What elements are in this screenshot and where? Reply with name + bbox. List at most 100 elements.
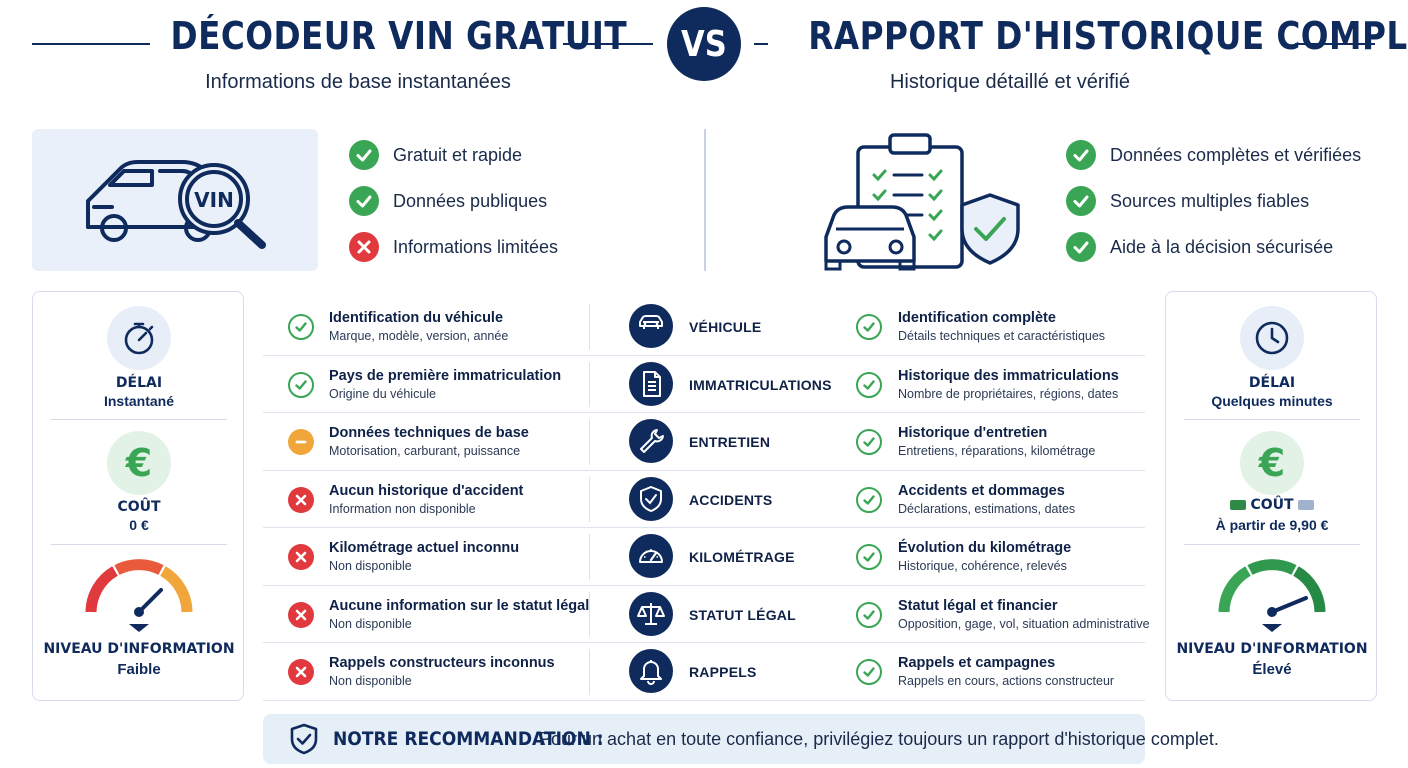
check-circle-icon [856, 429, 882, 455]
left-cell-title: Aucun historique d'accident [329, 482, 524, 499]
history-report-illustration [818, 129, 1024, 273]
cross-icon [349, 232, 379, 262]
right-cell: Statut légal et financier Opposition, ga… [898, 598, 1150, 631]
left-cell: Données techniques de base Motorisation,… [329, 425, 529, 458]
comparison-row: Rappels constructeurs inconnus Non dispo… [263, 643, 1145, 701]
left-cell-title: Pays de première immatriculation [329, 367, 562, 384]
comparison-row: Données techniques de base Motorisation,… [263, 413, 1145, 471]
cost-value: À partir de 9,90 € [1215, 517, 1329, 533]
check-circle-icon [856, 659, 882, 685]
comparison-row: Identification du véhicule Marque, modèl… [263, 298, 1145, 356]
card-divider [51, 544, 227, 545]
right-features: Données complètes et vérifiées Sources m… [1066, 139, 1361, 263]
vs-badge: VS [667, 7, 741, 81]
vin-decoder-illustration: VIN [32, 129, 318, 271]
column-separator [589, 304, 590, 350]
delay-value: Instantané [103, 393, 174, 409]
cost-label: COÛT [117, 499, 161, 515]
right-feature-2: Sources multiples fiables [1066, 185, 1361, 217]
comparison-row: Kilométrage actuel inconnu Non disponibl… [263, 528, 1145, 586]
left-cell-title: Identification du véhicule [329, 310, 504, 326]
right-cell-title: Statut légal et financier [898, 597, 1058, 614]
check-icon [1066, 232, 1096, 262]
header-rule-left-2 [563, 43, 653, 45]
right-cell-subtitle: Entretiens, réparations, kilométrage [898, 444, 1096, 458]
comparison-table: Identification du véhicule Marque, modèl… [263, 298, 1150, 701]
right-subtitle: Historique détaillé et vérifié [889, 71, 1131, 93]
header-rule-right-2 [1295, 43, 1375, 45]
cost-value: 0 € [129, 517, 149, 533]
right-cell-title: Rappels et campagnes [898, 655, 1056, 671]
delay-label: DÉLAI [1248, 375, 1296, 391]
left-feature-label: Informations limitées [393, 236, 559, 257]
info-level-value: Élevé [1252, 661, 1292, 678]
euro-icon: € [107, 431, 171, 495]
left-cell-title: Données techniques de base [329, 425, 529, 441]
vin-badge-text: VIN [194, 188, 234, 212]
scales-icon [629, 591, 673, 636]
history-report-summary-card: DÉLAI Quelques minutes € COÛT À partir d… [1165, 291, 1377, 701]
car-magnifier-icon: VIN [86, 160, 266, 249]
check-circle-icon [288, 314, 314, 340]
check-icon [1066, 186, 1096, 216]
right-cell-subtitle: Déclarations, estimations, dates [898, 501, 1076, 516]
euro-icon: € [1240, 431, 1304, 495]
row-divider [263, 642, 1145, 643]
delay-value: Quelques minutes [1211, 393, 1333, 409]
right-feature-1: Données complètes et vérifiées [1066, 139, 1361, 171]
clipboard-car-shield-icon [824, 133, 1020, 271]
stopwatch-icon [107, 306, 171, 370]
clock-icon [1240, 306, 1304, 370]
comparison-row: Aucune information sur le statut légal N… [263, 586, 1150, 643]
row-divider [263, 584, 1145, 586]
banknote-icon [1230, 500, 1247, 510]
category-label: STATUT LÉGAL [689, 606, 796, 623]
right-feature-3: Aide à la décision sécurisée [1066, 231, 1361, 263]
left-cell: Kilométrage actuel inconnu Non disponibl… [329, 540, 519, 573]
minus-circle-icon [288, 429, 314, 455]
free-decoder-summary-card: DÉLAI Instantané € COÛT 0 € NIVEAU D'INF… [32, 291, 244, 701]
right-cell-title: Identification complète [898, 310, 1056, 326]
left-cell-subtitle: Marque, modèle, version, année [329, 329, 509, 343]
check-circle-icon [856, 314, 882, 340]
right-feature-label: Aide à la décision sécurisée [1110, 236, 1334, 257]
left-cell-subtitle: Non disponible [329, 559, 412, 573]
category-label: VÉHICULE [689, 319, 762, 335]
check-circle-icon [856, 601, 882, 628]
left-cell: Pays de première immatriculation Origine… [329, 368, 561, 401]
right-cell-subtitle: Nombre de propriétaires, régions, dates [898, 386, 1119, 401]
check-icon [349, 186, 379, 216]
left-cell-subtitle: Non disponible [329, 674, 412, 688]
category-label: KILOMÉTRAGE [689, 549, 795, 565]
left-cell: Aucune information sur le statut légal N… [329, 598, 589, 631]
info-level-gauge [85, 559, 193, 632]
document-icon [629, 361, 673, 406]
left-cell: Rappels constructeurs inconnus Non dispo… [329, 655, 555, 688]
left-feature-label: Données publiques [393, 190, 548, 211]
column-separator [589, 649, 590, 695]
check-icon [349, 140, 379, 170]
left-feature-2: Données publiques [349, 185, 558, 217]
left-feature-3: Informations limitées [349, 231, 558, 263]
column-separator [589, 419, 590, 465]
card-divider [51, 419, 227, 420]
check-circle-icon [856, 371, 882, 398]
bell-icon [629, 649, 673, 693]
column-separator [589, 591, 590, 637]
gauge-icon [629, 534, 673, 578]
recommendation-title: NOTRE RECOMMANDATION : [333, 728, 604, 750]
right-cell: Rappels et campagnes Rappels en cours, a… [898, 655, 1114, 688]
comparison-row: Pays de première immatriculation Origine… [263, 356, 1145, 413]
left-subtitle: Informations de base instantanées [205, 71, 511, 93]
right-cell-title: Évolution du kilométrage [898, 540, 1072, 556]
row-divider [263, 527, 1145, 528]
row-divider [263, 699, 1145, 701]
right-cell: Identification complète Détails techniqu… [898, 310, 1105, 343]
recommendation-text: Pour un achat en toute confiance, privil… [539, 728, 1219, 749]
left-cell-subtitle: Information non disponible [329, 501, 476, 516]
right-feature-label: Sources multiples fiables [1110, 190, 1310, 211]
right-cell-title: Historique des immatriculations [898, 367, 1119, 384]
info-level-label: NIVEAU D'INFORMATION [43, 641, 235, 657]
cost-label: COÛT [1250, 497, 1294, 513]
left-cell: Aucun historique d'accident Information … [329, 483, 523, 516]
